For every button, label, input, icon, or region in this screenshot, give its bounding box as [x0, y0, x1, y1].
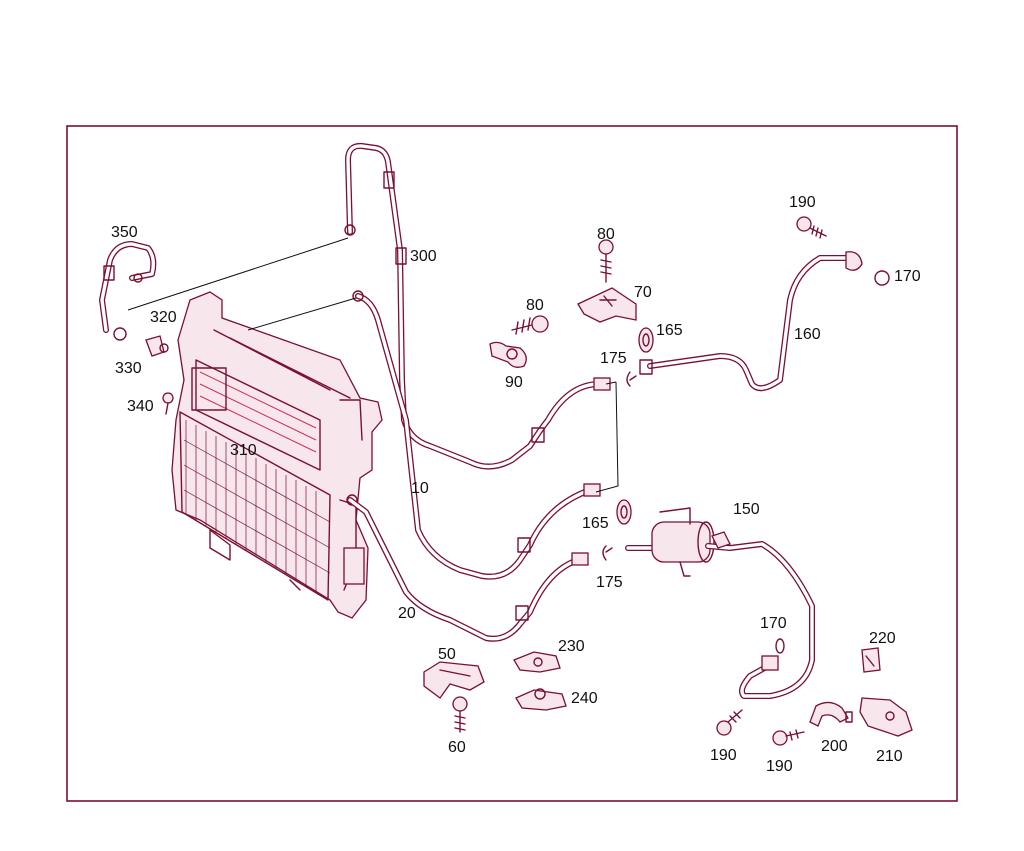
callout-200: 200 — [821, 738, 848, 755]
ring-175-lower[interactable] — [602, 545, 613, 561]
callout-170-lower: 170 — [760, 615, 787, 632]
clip-240[interactable] — [515, 688, 567, 711]
ring-175-upper[interactable] — [626, 371, 637, 387]
seal-165-upper[interactable] — [638, 327, 654, 353]
line-10[interactable] — [352, 290, 601, 580]
line-20[interactable] — [347, 497, 589, 642]
callout-190-top: 190 — [789, 194, 816, 211]
callout-labels: 10 20 50 60 70 80 80 90 150 160 165 165 … — [111, 194, 921, 775]
bracket-70[interactable] — [577, 287, 637, 323]
callout-80-lower: 80 — [526, 297, 544, 314]
bracket-50[interactable] — [423, 661, 485, 699]
callout-170-top: 170 — [894, 268, 921, 285]
callout-70: 70 — [634, 284, 652, 301]
callout-90: 90 — [505, 374, 523, 391]
line-300[interactable] — [344, 142, 611, 470]
callout-240: 240 — [571, 690, 598, 707]
connection-leaders — [127, 237, 357, 331]
bolt-80-upper[interactable] — [598, 239, 614, 283]
bolt-60[interactable] — [452, 696, 468, 733]
callout-165-lower: 165 — [582, 515, 609, 532]
diagram-frame — [66, 125, 958, 802]
bolt-340[interactable] — [162, 392, 174, 415]
callout-60: 60 — [448, 739, 466, 756]
callout-190-right: 190 — [766, 758, 793, 775]
clip-230[interactable] — [513, 651, 561, 673]
callout-80-upper: 80 — [597, 226, 615, 243]
callout-175-upper: 175 — [600, 350, 627, 367]
bolt-190-left[interactable] — [716, 709, 743, 736]
callout-350: 350 — [111, 224, 138, 241]
callout-300: 300 — [410, 248, 437, 265]
receiver-dryer[interactable] — [625, 507, 815, 699]
bracket-210[interactable] — [859, 697, 913, 737]
o-ring-170-top[interactable] — [874, 270, 890, 286]
callout-50: 50 — [438, 646, 456, 663]
bolt-190-right[interactable] — [772, 729, 805, 746]
valve-320[interactable] — [145, 335, 169, 357]
callout-20: 20 — [398, 605, 416, 622]
callout-310: 310 — [230, 442, 257, 459]
callout-10: 10 — [411, 480, 429, 497]
callout-340: 340 — [127, 398, 154, 415]
bolt-80-lower[interactable] — [511, 315, 549, 335]
clip-220[interactable] — [861, 647, 881, 673]
callout-150: 150 — [733, 501, 760, 518]
bolt-190-top[interactable] — [796, 216, 827, 239]
callout-330: 330 — [115, 360, 142, 377]
condenser-assembly[interactable] — [171, 291, 383, 619]
callout-320: 320 — [150, 309, 177, 326]
clamp-200[interactable] — [809, 701, 853, 727]
o-ring-170-lower[interactable] — [775, 638, 785, 654]
seal-165-lower[interactable] — [616, 499, 632, 525]
callout-210: 210 — [876, 748, 903, 765]
callout-190-left: 190 — [710, 747, 737, 764]
clamp-90[interactable] — [489, 341, 527, 368]
callout-220: 220 — [869, 630, 896, 647]
line-160[interactable] — [639, 251, 863, 392]
leader-lines — [595, 381, 619, 493]
line-350[interactable] — [99, 241, 157, 341]
callout-175-lower: 175 — [596, 574, 623, 591]
callout-230: 230 — [558, 638, 585, 655]
callout-165-upper: 165 — [656, 322, 683, 339]
callout-160: 160 — [794, 326, 821, 343]
